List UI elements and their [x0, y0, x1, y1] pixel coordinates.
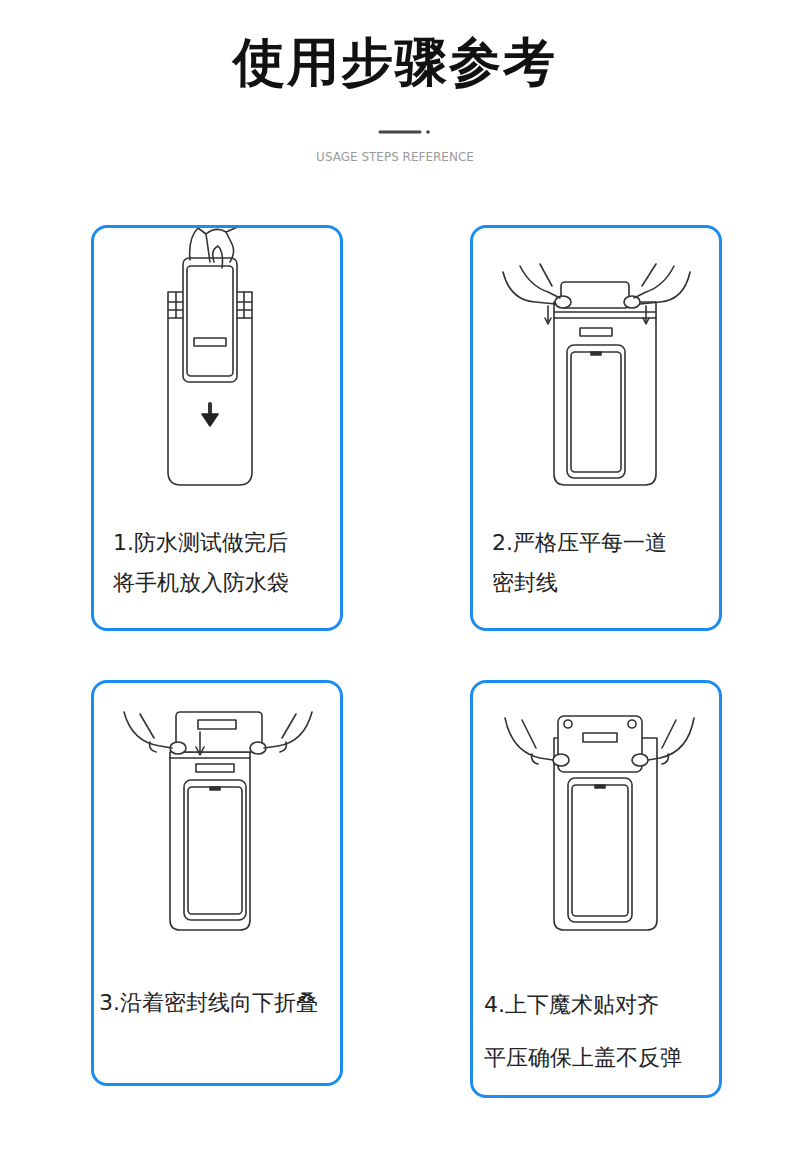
- step-panel: 1.防水测试做完后 将手机放入防水袋: [91, 225, 343, 631]
- step-text: 3.沿着密封线向下折叠: [99, 983, 335, 1023]
- step-text: 2.严格压平每一道 密封线: [492, 523, 707, 603]
- step-text: 1.防水测试做完后 将手机放入防水袋: [113, 523, 328, 603]
- step4-figure: [505, 716, 694, 930]
- step-panel: 3.沿着密封线向下折叠: [91, 680, 343, 1086]
- step2-figure: [503, 264, 690, 485]
- step-panel: 4.上下魔术贴对齐 平压确保上盖不反弹: [470, 680, 722, 1098]
- page-title: 使用步骤参考: [0, 28, 790, 98]
- step1-figure: [168, 226, 252, 485]
- step-panel: 2.严格压平每一道 密封线: [470, 225, 722, 631]
- divider-dot: [426, 130, 430, 134]
- divider: [380, 131, 420, 134]
- subtitle: USAGE STEPS REFERENCE: [0, 150, 790, 164]
- step-text: 4.上下魔术贴对齐 平压确保上盖不反弹: [484, 978, 710, 1084]
- step3-figure: [124, 712, 312, 930]
